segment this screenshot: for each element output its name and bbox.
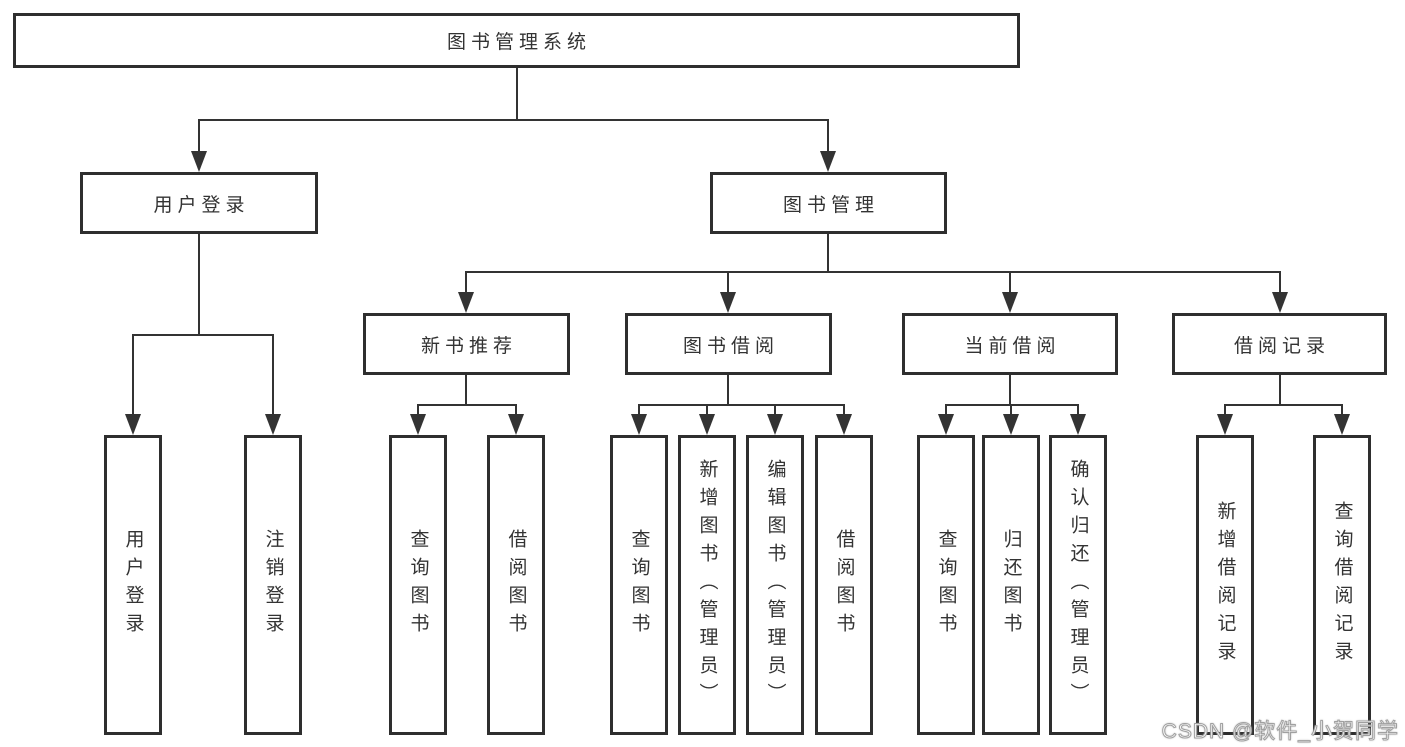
connector-line <box>515 404 517 415</box>
leaf-records-add-record: 新增借阅记录 <box>1196 435 1254 735</box>
node-user-login: 用户登录 <box>80 172 318 234</box>
connector-line <box>1224 404 1226 415</box>
connector-line <box>417 404 517 406</box>
connector-line <box>1010 404 1012 415</box>
connector-arrow <box>938 414 954 435</box>
connector-line <box>516 68 518 120</box>
connector-arrow <box>767 414 783 435</box>
leaf-label: 新增图书（管理员） <box>696 459 718 711</box>
connector-arrow <box>631 414 647 435</box>
leaf-label: 注销登录 <box>262 529 284 641</box>
connector-arrow <box>720 292 736 313</box>
connector-line <box>727 375 729 405</box>
leaf-label: 归还图书 <box>1000 529 1022 641</box>
leaf-current-confirm-return-admin: 确认归还（管理员） <box>1049 435 1107 735</box>
connector-line <box>198 119 200 152</box>
leaf-records-query-record: 查询借阅记录 <box>1313 435 1371 735</box>
connector-line <box>465 271 467 293</box>
connector-line <box>843 404 845 415</box>
connector-line <box>1009 271 1011 293</box>
connector-line <box>465 271 1281 273</box>
leaf-label: 用户登录 <box>122 529 144 641</box>
node-book-management: 图书管理 <box>710 172 947 234</box>
connector-arrow <box>191 151 207 172</box>
node-book-borrowing: 图书借阅 <box>625 313 832 375</box>
connector-line <box>198 234 200 335</box>
leaf-label: 借阅图书 <box>505 529 527 641</box>
connector-arrow <box>1217 414 1233 435</box>
leaf-current-query-books: 查询图书 <box>917 435 975 735</box>
leaf-logout-login: 注销登录 <box>244 435 302 735</box>
connector-line <box>638 404 640 415</box>
connector-arrow <box>1272 292 1288 313</box>
connector-arrow <box>1070 414 1086 435</box>
leaf-label: 新增借阅记录 <box>1214 501 1236 669</box>
connector-line <box>1279 271 1281 293</box>
leaf-borrow-borrow-books: 借阅图书 <box>815 435 873 735</box>
connector-line <box>198 119 829 121</box>
connector-line <box>774 404 776 415</box>
leaf-borrow-query-books: 查询图书 <box>610 435 668 735</box>
leaf-label: 确认归还（管理员） <box>1067 459 1089 711</box>
connector-line <box>945 404 947 415</box>
leaf-current-return-books: 归还图书 <box>982 435 1040 735</box>
connector-line <box>132 334 134 415</box>
node-library-system: 图书管理系统 <box>13 13 1020 68</box>
connector-line <box>272 334 274 415</box>
connector-arrow <box>1003 414 1019 435</box>
connector-line <box>465 375 467 405</box>
connector-arrow <box>458 292 474 313</box>
connector-arrow <box>265 414 281 435</box>
connector-line <box>706 404 708 415</box>
csdn-watermark: CSDN @软件_小贺同学 <box>1161 720 1399 744</box>
connector-arrow <box>820 151 836 172</box>
leaf-newrec-query-books: 查询图书 <box>389 435 447 735</box>
node-new-book-recommend: 新书推荐 <box>363 313 570 375</box>
connector-line <box>827 234 829 272</box>
leaf-label: 查询图书 <box>407 529 429 641</box>
node-current-borrowing: 当前借阅 <box>902 313 1118 375</box>
connector-line <box>1077 404 1079 415</box>
connector-arrow <box>125 414 141 435</box>
connector-arrow <box>508 414 524 435</box>
connector-line <box>1279 375 1281 405</box>
connector-line <box>638 404 845 406</box>
connector-arrow <box>699 414 715 435</box>
leaf-label: 查询图书 <box>628 529 650 641</box>
connector-arrow <box>1334 414 1350 435</box>
connector-line <box>727 271 729 293</box>
connector-line <box>1009 375 1011 405</box>
connector-line <box>132 334 274 336</box>
leaf-user-login: 用户登录 <box>104 435 162 735</box>
leaf-label: 查询图书 <box>935 529 957 641</box>
connector-line <box>417 404 419 415</box>
leaf-label: 查询借阅记录 <box>1331 501 1353 669</box>
connector-line <box>1341 404 1343 415</box>
leaf-label: 编辑图书（管理员） <box>764 459 786 711</box>
connector-arrow <box>410 414 426 435</box>
connector-arrow <box>836 414 852 435</box>
connector-line <box>1224 404 1343 406</box>
connector-line <box>827 119 829 152</box>
node-borrowing-records: 借阅记录 <box>1172 313 1387 375</box>
connector-line <box>945 404 1079 406</box>
leaf-borrow-edit-books-admin: 编辑图书（管理员） <box>746 435 804 735</box>
leaf-borrow-add-books-admin: 新增图书（管理员） <box>678 435 736 735</box>
connector-arrow <box>1002 292 1018 313</box>
leaf-label: 借阅图书 <box>833 529 855 641</box>
leaf-newrec-borrow-books: 借阅图书 <box>487 435 545 735</box>
